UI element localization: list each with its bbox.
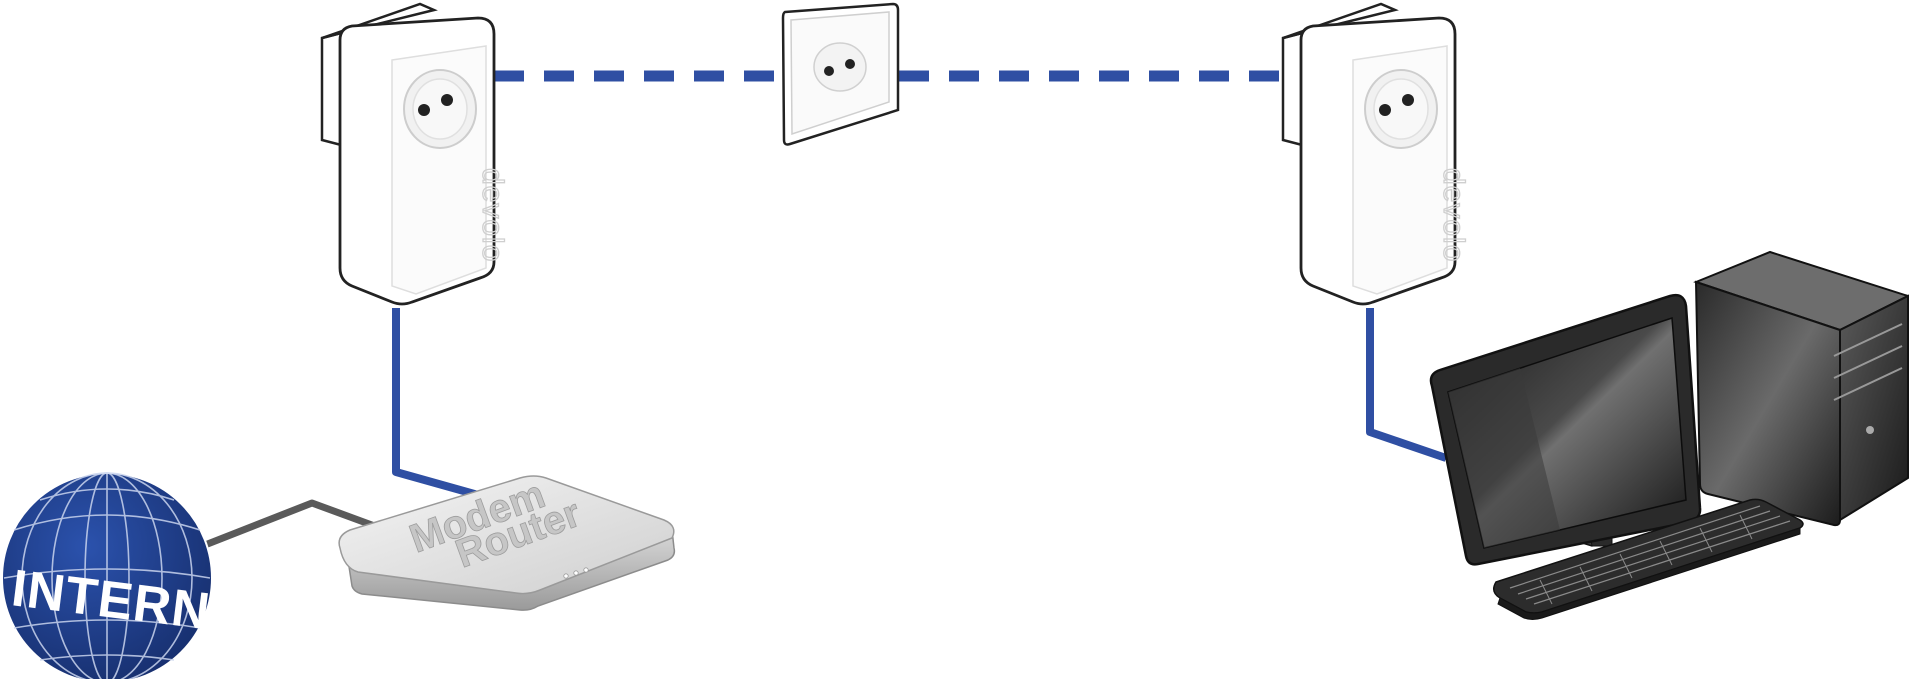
socket-hole-right <box>845 59 855 69</box>
devolo-logo: devolo <box>476 168 509 262</box>
adapter-socket-hole <box>1379 104 1391 116</box>
modem-router: Modem Router <box>338 472 676 611</box>
powerline-adapter-left: devolo <box>320 2 510 306</box>
monitor <box>1429 293 1702 566</box>
computer-tower <box>1693 250 1909 527</box>
lan-cable-left <box>392 308 480 499</box>
keyboard <box>1493 498 1804 620</box>
power-button <box>1866 426 1874 434</box>
adapter-socket-hole <box>418 104 430 116</box>
internet-globe: INTERNET <box>1 472 282 679</box>
wall-socket <box>781 2 900 146</box>
devolo-logo: devolo <box>1437 168 1470 262</box>
lan-cable-right <box>1366 308 1448 462</box>
wan-cable <box>203 499 382 549</box>
socket-hole-left <box>824 66 834 76</box>
adapter-socket-hole <box>1402 94 1414 106</box>
adapter-socket-hole <box>441 94 453 106</box>
powerline-adapter-right: devolo <box>1281 2 1471 306</box>
